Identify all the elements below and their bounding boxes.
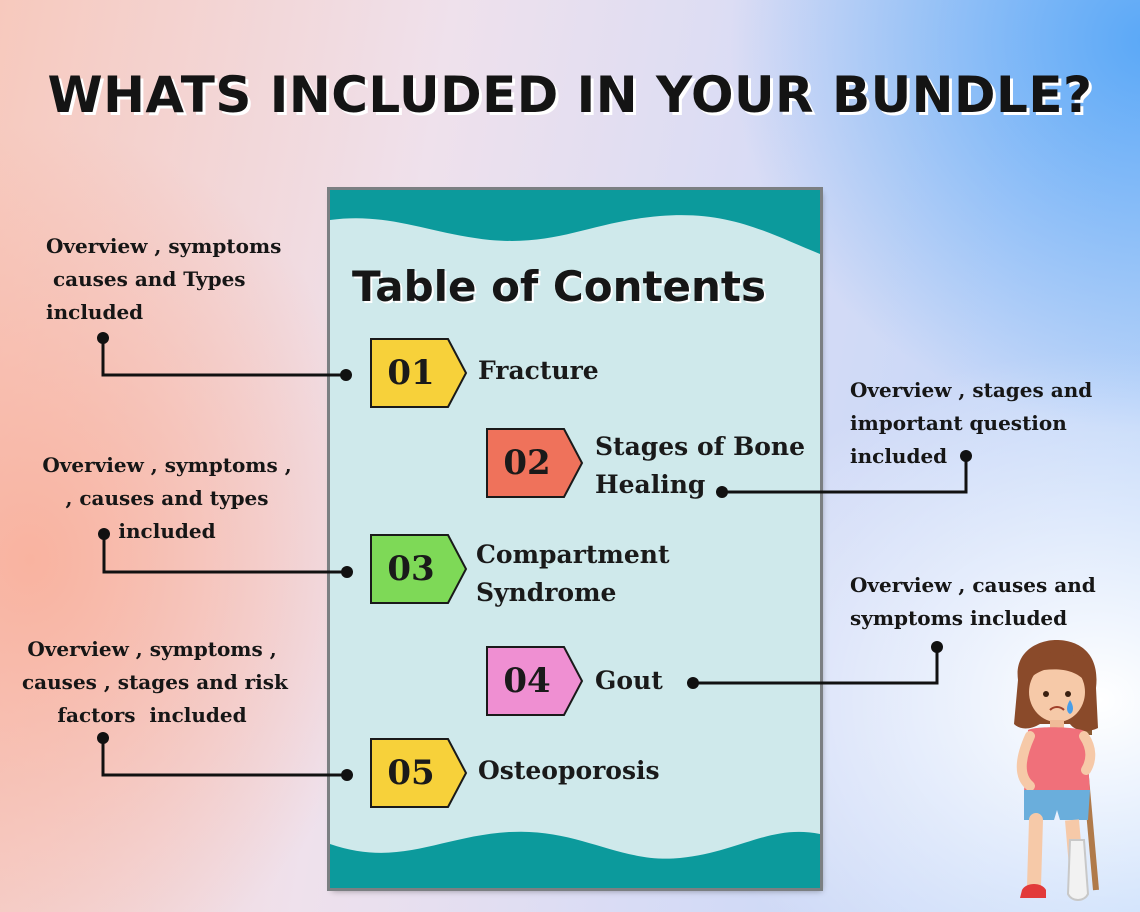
injured-girl-illustration [1014,640,1099,901]
callout-line: symptoms included [850,606,1068,630]
toc-item-label-line: Healing [595,470,706,499]
callout-line: Overview , symptoms [46,234,282,258]
bottom-wave-decoration [330,831,820,888]
toc-item-label-line: Compartment [476,540,670,569]
page-headline: WHATS INCLUDED IN YOUR BUNDLE? [47,66,1093,124]
callout-line: Overview , stages and [850,378,1093,402]
callout-line: causes and Types [46,267,246,291]
toc-number: 02 [503,443,551,483]
toc-item-fracture: Fracture [478,352,599,390]
callout-line: included [850,444,948,468]
callout-line: , causes and types [65,486,269,510]
toc-number: 03 [387,549,435,589]
callout-bone-healing: Overview , stages and important question… [850,374,1092,473]
toc-item-gout: Gout [595,662,663,700]
toc-badge-01: 01 [370,338,470,408]
toc-item-label: Osteoporosis [478,756,660,785]
callout-fracture: Overview , symptoms causes and Types inc… [46,230,281,329]
toc-item-compartment-syndrome: Compartment Syndrome [476,536,670,612]
toc-title: Table of Contents [352,262,767,311]
top-wave-decoration [330,190,820,254]
toc-item-label: Gout [595,666,663,695]
toc-number: 05 [387,753,435,793]
toc-badge-05: 05 [370,738,470,808]
callout-line: included [46,300,144,324]
callout-line: Overview , causes and [850,573,1096,597]
callout-compartment: Overview , symptoms , , causes and types… [42,449,292,548]
toc-badge-03: 03 [370,534,470,604]
toc-badge-04: 04 [486,646,586,716]
toc-item-label: Fracture [478,356,599,385]
toc-badge-02: 02 [486,428,586,498]
toc-number: 01 [387,353,435,393]
callout-line: Overview , symptoms , [42,453,292,477]
callout-line: Overview , symptoms , [27,637,277,661]
callout-line: included [118,519,216,543]
callout-line: causes , stages and risk [22,670,288,694]
toc-item-stages-of-bone-healing: Stages of Bone Healing [595,428,805,504]
toc-item-osteoporosis: Osteoporosis [478,752,660,790]
toc-number: 04 [503,661,551,701]
toc-item-label-line: Syndrome [476,578,617,607]
callout-line: factors included [57,703,247,727]
toc-item-label-line: Stages of Bone [595,432,805,461]
callout-line: important question [850,411,1067,435]
callout-gout: Overview , causes and symptoms included [850,569,1096,635]
callout-osteoporosis: Overview , symptoms , causes , stages an… [22,633,288,732]
